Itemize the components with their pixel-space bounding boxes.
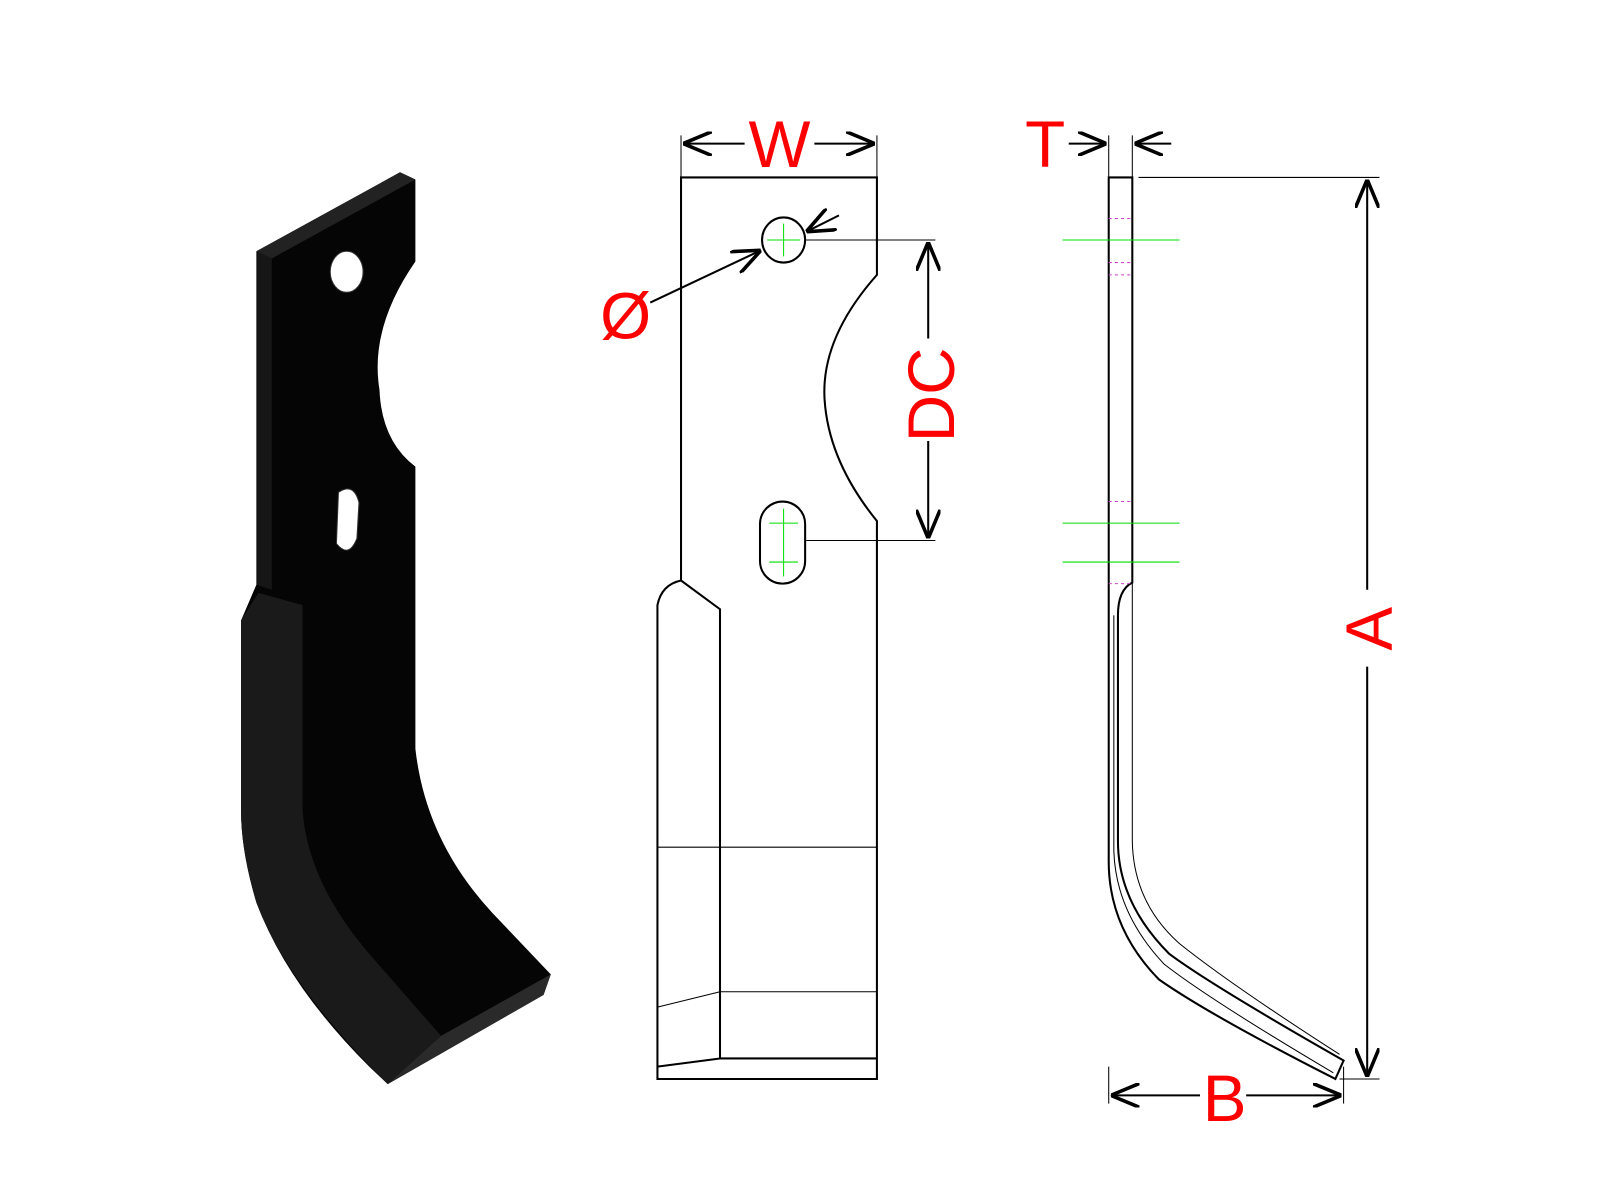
dimension-t: T (1025, 108, 1172, 181)
dimension-w: W (680, 108, 878, 181)
dimension-dc: DC (806, 239, 968, 542)
label-b: B (1203, 1062, 1247, 1135)
label-a: A (1333, 607, 1406, 651)
label-diameter: Ø (600, 279, 651, 352)
label-t: T (1025, 108, 1065, 181)
label-w: W (749, 108, 811, 181)
dimension-a: A (1138, 176, 1406, 1080)
blade-front-view (656, 176, 878, 1080)
label-dc: DC (895, 347, 968, 442)
blade-3d-view (241, 172, 551, 1085)
dimension-diameter: Ø (600, 215, 840, 352)
blade-side-view (1062, 176, 1345, 1081)
dimension-b: B (1108, 1062, 1345, 1135)
